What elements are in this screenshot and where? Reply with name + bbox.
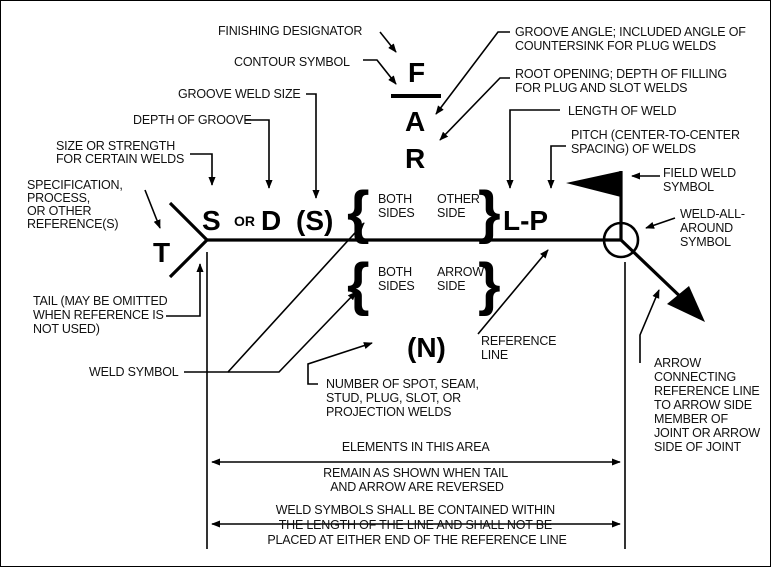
label-length-of-weld: LENGTH OF WELD: [568, 104, 676, 118]
root-opening-symbol-r: R: [405, 143, 425, 174]
pitch-leader: [547, 145, 566, 189]
groove-size-leader: [306, 93, 320, 199]
label-weld-symbols-contained: WELD SYMBOLS SHALL BE CONTAINED WITHIN T…: [267, 503, 566, 547]
label-arrow-side: ARROW SIDE: [437, 265, 487, 293]
label-arrow-connecting: ARROW CONNECTING REFERENCE LINE TO ARROW…: [654, 356, 763, 454]
number-symbol-n: (N): [407, 332, 446, 363]
brace-bottom-right: }: [478, 252, 501, 317]
label-groove-angle: GROOVE ANGLE; INCLUDED ANGLE OF COUNTERS…: [515, 25, 749, 53]
size-symbol-s: S: [202, 205, 221, 236]
length-leader: [506, 109, 560, 189]
brace-top-left: {: [347, 180, 370, 245]
weld-symbol-leader-1: [184, 222, 365, 373]
depth-groove-leader: [245, 119, 273, 189]
tail-lower: [168, 238, 209, 279]
specification-leader: [144, 189, 161, 229]
brace-top-right: }: [478, 180, 501, 245]
label-finishing-designator: FINISHING DESIGNATOR: [218, 24, 362, 38]
label-weld-all-around: WELD-ALL- AROUND SYMBOL: [680, 207, 748, 249]
arrow-head: [667, 286, 705, 322]
label-tail: TAIL (MAY BE OMITTED WHEN REFERENCE IS N…: [33, 294, 171, 336]
label-both-sides-top: BOTH SIDES: [378, 192, 415, 220]
length-pitch-symbol: L-P: [503, 205, 548, 236]
label-field-weld: FIELD WELD SYMBOL: [663, 166, 739, 194]
field-weld-flag: [566, 171, 621, 197]
tail-symbol-t: T: [153, 237, 170, 268]
label-specification: SPECIFICATION, PROCESS, OR OTHER REFEREN…: [27, 178, 126, 231]
label-weld-symbol: WELD SYMBOL: [89, 365, 179, 379]
label-contour-symbol: CONTOUR SYMBOL: [234, 55, 350, 69]
finishing-leader: [379, 31, 397, 53]
root-opening-leader: [439, 77, 510, 141]
label-elements-area: ELEMENTS IN THIS AREA REMAIN AS SHOWN WH…: [323, 440, 511, 494]
label-groove-weld-size: GROOVE WELD SIZE: [178, 87, 301, 101]
brace-bottom-left: {: [347, 252, 370, 317]
or-text: OR: [234, 213, 255, 229]
label-both-sides-bottom: BOTH SIDES: [378, 265, 415, 293]
tail-upper: [168, 201, 209, 242]
tail-leader: [166, 263, 204, 317]
label-number-of-spot: NUMBER OF SPOT, SEAM, STUD, PLUG, SLOT, …: [326, 377, 482, 419]
weld-all-around-leader: [645, 217, 676, 229]
size-strength-leader: [190, 153, 216, 186]
label-other-side: OTHER SIDE: [437, 192, 483, 220]
groove-angle-symbol-a: A: [405, 106, 425, 137]
label-reference-line: REFERENCE LINE: [481, 334, 560, 362]
arrow-line: [619, 238, 690, 306]
label-depth-of-groove: DEPTH OF GROOVE: [133, 113, 252, 127]
arrow-connecting-leader: [639, 289, 660, 363]
groove-angle-leader: [435, 31, 510, 115]
label-pitch: PITCH (CENTER-TO-CENTER SPACING) OF WELD…: [571, 128, 743, 156]
reference-line-leader: [477, 249, 549, 335]
label-size-strength: SIZE OR STRENGTH FOR CERTAIN WELDS: [56, 139, 184, 166]
contour-leader: [363, 59, 397, 85]
groove-size-symbol-s: (S): [296, 205, 333, 236]
label-root-opening: ROOT OPENING; DEPTH OF FILLING FOR PLUG …: [515, 67, 730, 95]
depth-symbol-d: D: [261, 205, 281, 236]
number-leader: [307, 342, 373, 385]
weld-symbol-leader-2: [228, 291, 357, 373]
finishing-symbol-f: F: [408, 57, 425, 88]
